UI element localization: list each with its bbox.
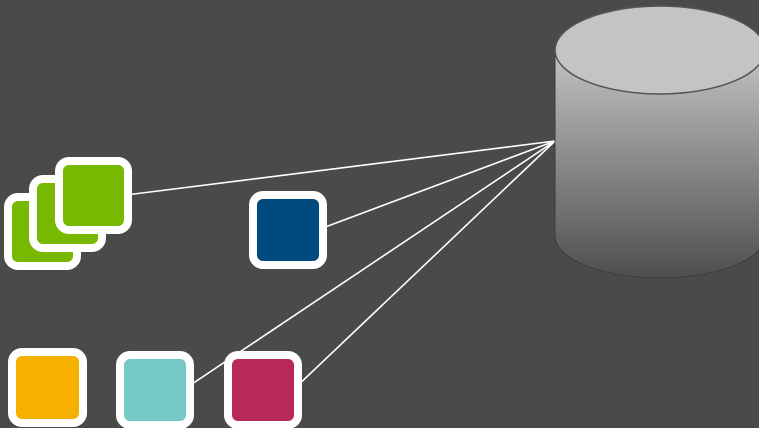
connector-crimson (293, 140, 556, 390)
database-cylinder (554, 5, 759, 279)
green-stacked-squares (4, 157, 132, 270)
teal-square (116, 351, 194, 428)
yellow-square (8, 348, 87, 427)
connector-teal (185, 140, 556, 389)
database-cylinder-top (554, 5, 759, 95)
connector-navy (319, 140, 556, 230)
crimson-square (224, 351, 302, 428)
connector-green-stack (125, 140, 556, 196)
green-square-front (55, 157, 132, 234)
navy-square (249, 191, 327, 269)
connector-lines (125, 140, 556, 390)
